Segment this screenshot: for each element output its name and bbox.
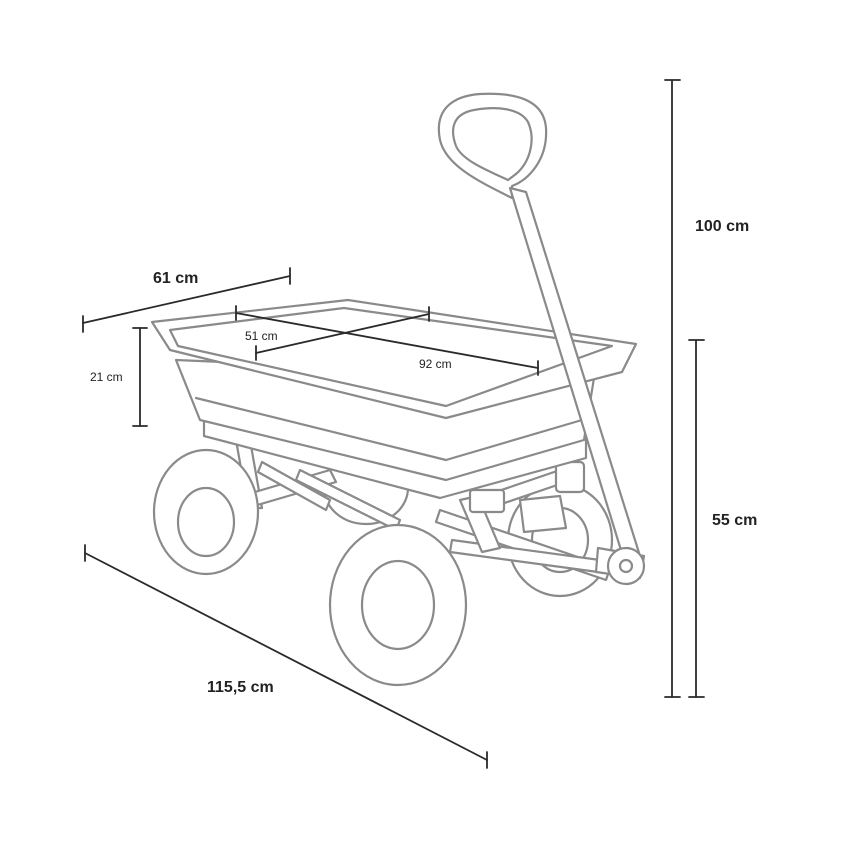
cart-tub: [150, 298, 638, 500]
label-height-bed: 55 cm: [712, 512, 757, 529]
chassis-frame: [234, 438, 612, 582]
front-right-wheel: [328, 523, 468, 687]
label-length-inner: 92 cm: [419, 357, 452, 371]
dimension-length-inner: [235, 305, 539, 376]
dimension-height-total: [664, 79, 681, 698]
label-length-total: 115,5 cm: [207, 679, 274, 696]
label-width-inner: 51 cm: [245, 329, 278, 343]
label-height-total: 100 cm: [695, 218, 749, 235]
pull-handle: [437, 92, 646, 586]
dimension-depth-bed: [132, 327, 148, 427]
dimension-length-total: [84, 544, 488, 769]
front-left-wheel: [152, 448, 260, 576]
dimension-height-bed: [688, 339, 705, 698]
label-depth-bed: 21 cm: [90, 370, 123, 384]
dimension-width-inner: [255, 306, 430, 361]
label-width-outer: 61 cm: [153, 270, 198, 287]
dimension-width-outer: [82, 267, 291, 333]
